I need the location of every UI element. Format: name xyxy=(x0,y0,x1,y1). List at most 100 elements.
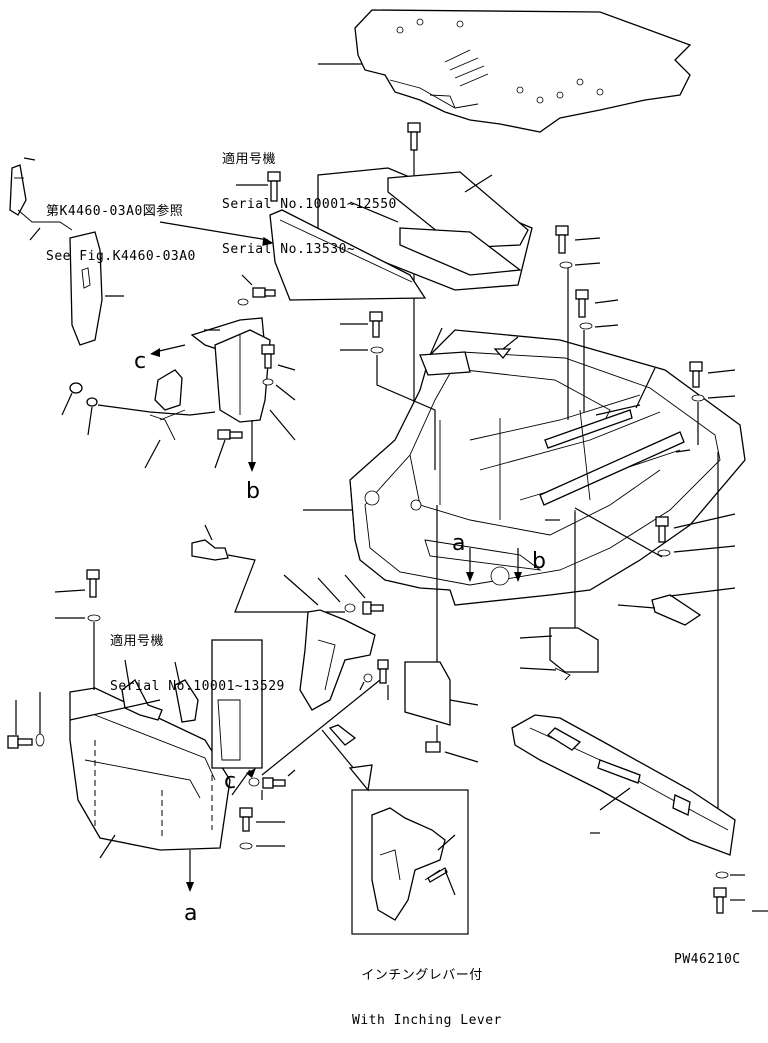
arrow-c2-line xyxy=(231,769,251,796)
leader-channel xyxy=(635,367,656,409)
leader-wl2 xyxy=(87,406,93,436)
leader-ub-2 xyxy=(174,661,181,686)
arrow-a-head xyxy=(186,882,194,892)
rail-small xyxy=(651,594,702,626)
floor-frame xyxy=(349,329,746,606)
marker-b-frame: b xyxy=(532,549,547,574)
leader-inset-2 xyxy=(444,869,456,896)
inset-caption-jp: インチングレバー付 xyxy=(361,968,483,983)
marker-a-frame: a xyxy=(452,531,466,556)
axis-line-4 xyxy=(376,355,436,470)
marker-b-left: b xyxy=(246,479,261,504)
inset-caption-en: With Inching Lever xyxy=(352,1013,502,1028)
leader-bllt xyxy=(54,589,86,593)
leader-bolt-r1 xyxy=(574,237,601,241)
leader-misc-3 xyxy=(675,449,691,453)
arrow-b-head xyxy=(248,462,256,472)
leader-bolt-r2 xyxy=(594,299,619,304)
axis-line-13 xyxy=(261,679,381,776)
leader-wbc-3 xyxy=(283,574,319,606)
leader-washer-r2 xyxy=(594,324,619,328)
leader-clip xyxy=(444,751,479,763)
right-long-cover xyxy=(511,714,736,856)
floor-mat xyxy=(354,9,692,133)
leader-cap xyxy=(502,336,519,350)
washer-left-2 xyxy=(86,397,98,407)
handle-part xyxy=(149,369,186,441)
leader-lpc xyxy=(449,699,479,706)
leader-blc1-2 xyxy=(287,769,296,777)
bracket-small xyxy=(419,351,471,376)
washer-bolt-center xyxy=(344,601,384,615)
lower-left-cover xyxy=(69,687,231,851)
applicable-1-serial-b: Serial No.13530~ xyxy=(222,242,356,257)
clip-small xyxy=(425,741,441,753)
leader-wl1 xyxy=(61,392,73,416)
inching-bracket xyxy=(299,609,376,711)
leader-bbr-3 xyxy=(269,409,296,441)
leader-bbr-1 xyxy=(277,364,296,371)
leader-bracket xyxy=(429,327,443,356)
washer-left-1 xyxy=(69,382,83,394)
leader-bi xyxy=(359,681,365,691)
applicable-1-title: 適用号機 xyxy=(222,152,277,167)
leader-misc-2 xyxy=(595,404,641,416)
ref-fig-en: See Fig.K4460-03A0 xyxy=(46,249,196,264)
applicable-note-1: 適用号機 Serial No.10001~12550 Serial No.135… xyxy=(222,122,397,272)
applicable-2-title: 適用号機 xyxy=(110,634,165,649)
mirror-assembly xyxy=(9,164,73,231)
marker-c-top: c xyxy=(134,349,147,374)
leader-washer-fr xyxy=(707,395,736,399)
leader-bbr-2 xyxy=(275,384,296,401)
leader-ccl xyxy=(204,524,213,541)
leader-hp xyxy=(144,439,161,469)
leader-bp-2 xyxy=(519,667,557,671)
leader-wbc-2 xyxy=(344,574,366,599)
leader-rail xyxy=(617,604,656,609)
arrow-c2-head xyxy=(246,768,256,778)
bolt-bracket-right xyxy=(261,344,275,386)
arrow-b-frame-head xyxy=(514,572,522,582)
leader-inset xyxy=(437,834,456,851)
leader-mirror-2 xyxy=(29,227,41,241)
leader-ref xyxy=(159,221,269,241)
leader-plate xyxy=(464,174,493,193)
bolt-left-cover xyxy=(267,171,281,202)
axis-line-7 xyxy=(574,507,663,558)
ref-fig-jp: 第K4460-03A0図参照 xyxy=(46,204,184,219)
bracket-plate xyxy=(549,627,599,673)
bolt-right-bottom xyxy=(713,871,729,914)
bracket-assembly xyxy=(190,317,271,423)
leader-bolt-fr xyxy=(707,369,736,374)
bolt-lower-center-2 xyxy=(239,807,253,850)
bolt-bracket-low xyxy=(217,429,243,440)
leader-bolt-rl xyxy=(673,513,736,529)
figure-id: PW46210C xyxy=(674,952,741,967)
leader-llc-2 xyxy=(99,834,116,859)
reference-note: 第K4460-03A0図参照 See Fig.K4460-03A0 xyxy=(46,174,196,279)
bolt-inching xyxy=(363,659,389,684)
lower-plate-center xyxy=(404,661,451,726)
bolt-lower-left-side xyxy=(7,733,45,749)
upper-brackets-lower-cover xyxy=(121,679,199,723)
axis-line-11 xyxy=(97,404,216,416)
applicable-1-serial-a: Serial No.10001~12550 xyxy=(222,197,397,212)
leader-llc xyxy=(69,699,161,721)
bolt-top xyxy=(407,122,421,151)
leader-plate-2 xyxy=(349,201,399,223)
axis-line-12 xyxy=(227,554,345,613)
bolt-set-right-1 xyxy=(555,225,573,269)
leader-washer-r1 xyxy=(574,262,601,266)
clip-center-left xyxy=(191,539,229,561)
arrow-c-head xyxy=(150,348,160,357)
leader-bp xyxy=(519,635,553,639)
floor-plate-set xyxy=(317,167,533,291)
cap xyxy=(493,348,512,360)
marker-c-lower: c xyxy=(224,769,237,794)
arrow-a-frame-head xyxy=(466,572,474,582)
side-cover-left xyxy=(69,231,103,346)
inset-box xyxy=(351,789,469,935)
bolt-set-mid xyxy=(369,311,384,354)
bolt-lower-left-top xyxy=(86,569,101,622)
leader-ub-1 xyxy=(124,659,131,691)
